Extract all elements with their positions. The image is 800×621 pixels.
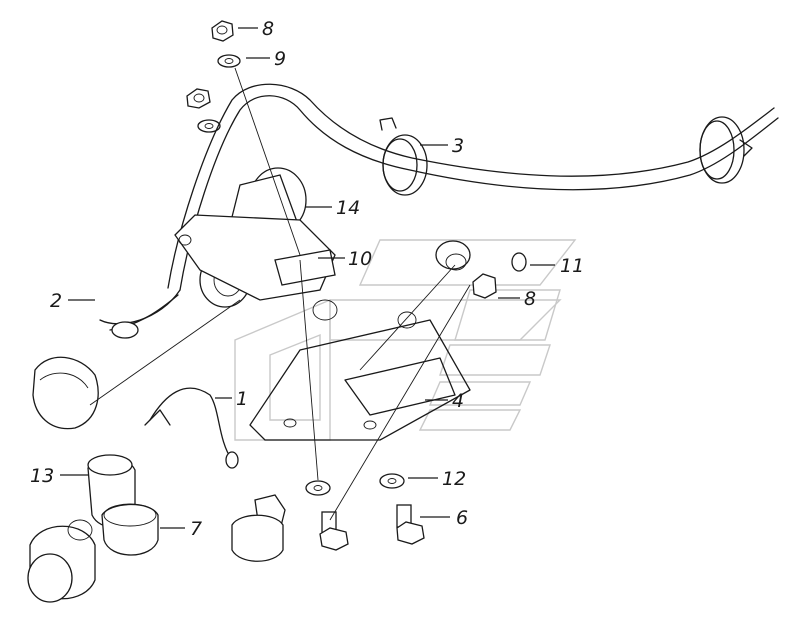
washer-eye [435, 240, 471, 271]
callout-leaders [60, 27, 555, 529]
assembly-lines [89, 67, 471, 521]
callout-14: 14 [336, 197, 360, 219]
bolt-small-right [396, 504, 425, 545]
callout-labels: 8 9 3 14 10 11 8 2 1 4 13 12 7 6 [30, 18, 584, 540]
callout-11: 11 [560, 255, 584, 277]
washer-top [217, 54, 241, 68]
washer-left [197, 119, 221, 133]
connector-plug [27, 519, 96, 603]
rubber-boot [32, 356, 99, 430]
mounting-bracket [174, 214, 338, 321]
callout-9: 9 [274, 48, 286, 70]
pipe-line [167, 83, 779, 291]
washer-12 [379, 473, 405, 489]
callout-12: 12 [442, 468, 466, 490]
callout-4: 4 [452, 390, 464, 412]
cap-7 [101, 503, 159, 556]
wire-2 [99, 289, 181, 339]
nut-8-right [472, 273, 497, 299]
callout-6: 6 [456, 507, 468, 529]
pipe-clamp-right [699, 116, 753, 184]
washer-bottom-left [305, 480, 331, 496]
callout-3: 3 [452, 135, 464, 157]
callout-13: 13 [30, 465, 54, 487]
pipe-clamp-middle [379, 117, 428, 196]
base-plate [249, 311, 471, 441]
bolt-large [231, 494, 286, 562]
callout-7: 7 [190, 518, 202, 540]
wire-1 [144, 387, 239, 469]
callout-8-right: 8 [524, 288, 536, 310]
watermark-logo [234, 239, 577, 441]
callout-10: 10 [348, 248, 372, 270]
nut-left [186, 88, 211, 109]
callout-1: 1 [236, 388, 248, 410]
nut-top [211, 20, 234, 42]
callout-8-top: 8 [262, 18, 274, 40]
washer-11 [511, 252, 527, 272]
bolt-small-left [319, 511, 349, 551]
callout-2: 2 [50, 290, 62, 312]
